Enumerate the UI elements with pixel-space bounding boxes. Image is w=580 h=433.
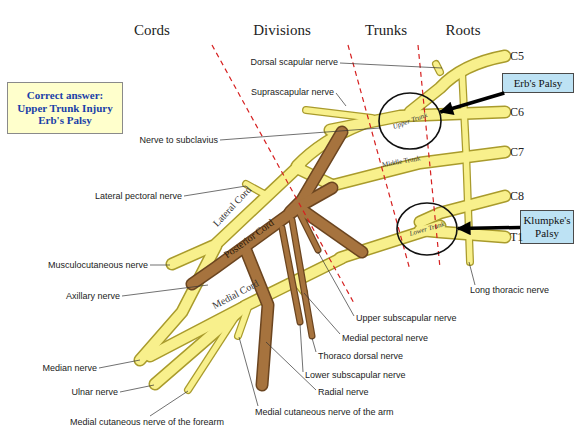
brown-outline [192,132,362,385]
callout-arrow [458,227,520,228]
upper-subscapular-branch [300,214,318,250]
nerve-label: Lower subscapular nerve [305,371,406,380]
leader-line [239,337,258,406]
brown-fill [192,132,362,385]
callout-box: Klumpke's Palsy [520,210,574,244]
nerve [155,258,342,384]
box-text: Correct answer: Upper Trunk Injury Erb's… [8,89,122,127]
nerve-label: Medial cutaneous nerve of the forearm [70,418,224,427]
nerve-label: Medial pectoral nerve [342,334,428,343]
cutaneous-forearm-branch [188,316,236,390]
dashed-divider [212,45,355,305]
section-heading: T1 [510,231,523,243]
section-heading: Divisions [253,23,311,38]
nerve-label: Median nerve [42,364,97,373]
nerve [330,152,505,186]
injury-circle: Upper Trunk [378,92,442,150]
nerve [290,132,342,212]
long-thoracic-branch [462,70,470,262]
section-heading: Roots [445,23,480,38]
leader-lines [99,63,475,416]
callout-arrow [440,93,504,112]
leader-line [150,391,188,416]
nerve-label: Radial nerve [318,388,369,397]
trunk-label: Upper Trunk [392,111,429,131]
section-heading: C6 [510,106,524,118]
callout-box: Erb's Palsy [502,73,574,93]
nerve [306,110,372,118]
section-heading: Trunks [365,23,407,38]
box-text: Erb's Palsy [511,77,566,90]
thoracodorsal-branch [292,220,312,336]
nerve-label: Long thoracic nerve [470,286,549,295]
leader-line [336,93,346,106]
leader-line [266,342,316,390]
leader-line [300,324,303,372]
nerve-label: Thoraco dorsal nerve [318,352,403,361]
nerve-label: Medial cutaneous nerve of the arm [255,408,394,417]
injury-circle: Lower Trunk [396,202,458,256]
leader-line [304,293,340,334]
nerve-label: Lateral pectoral nerve [95,192,182,201]
leader-line [220,128,380,140]
nerve-label: Suprascapular nerve [251,88,334,97]
section-heading: Cords [134,23,170,38]
leader-line [469,262,475,285]
answer-box: Correct answer: Upper Trunk Injury Erb's… [7,82,123,134]
yellow-outline [140,56,505,384]
nerve-label: Ulnar nerve [71,388,118,397]
nerve [245,248,268,385]
leader-line [340,63,442,68]
cutaneous-arm-branch [238,302,250,336]
leader-line [122,285,208,296]
nerve-outlines [140,56,505,390]
leader-line [318,252,354,316]
section-heading: C7 [510,146,524,158]
circle-outline [379,93,441,149]
nerve-label: Dorsal scapular nerve [250,58,338,67]
circle-outline [397,203,457,255]
nerve-label: Musculocutaneous nerve [48,261,148,270]
nerve [155,258,342,384]
nerve-label: Axillary nerve [66,292,120,301]
yellow-fill-thin [188,64,470,390]
leader-line [150,265,170,266]
nerve [306,110,372,118]
trunk-label: Lower Trunk [409,220,446,238]
nerve-label: Nerve to subclavius [139,136,218,145]
nerve [245,248,268,385]
section-heading: C5 [510,50,524,62]
box-text: Klumpke's Palsy [520,214,573,239]
nerve [290,132,342,212]
nerve [330,152,505,186]
leader-line [99,360,140,368]
leader-line [120,385,154,392]
section-heading: C8 [510,190,524,202]
yellow-fill [140,56,505,384]
nerve-label: Upper subscapular nerve [356,314,457,323]
leader-line [312,338,316,352]
